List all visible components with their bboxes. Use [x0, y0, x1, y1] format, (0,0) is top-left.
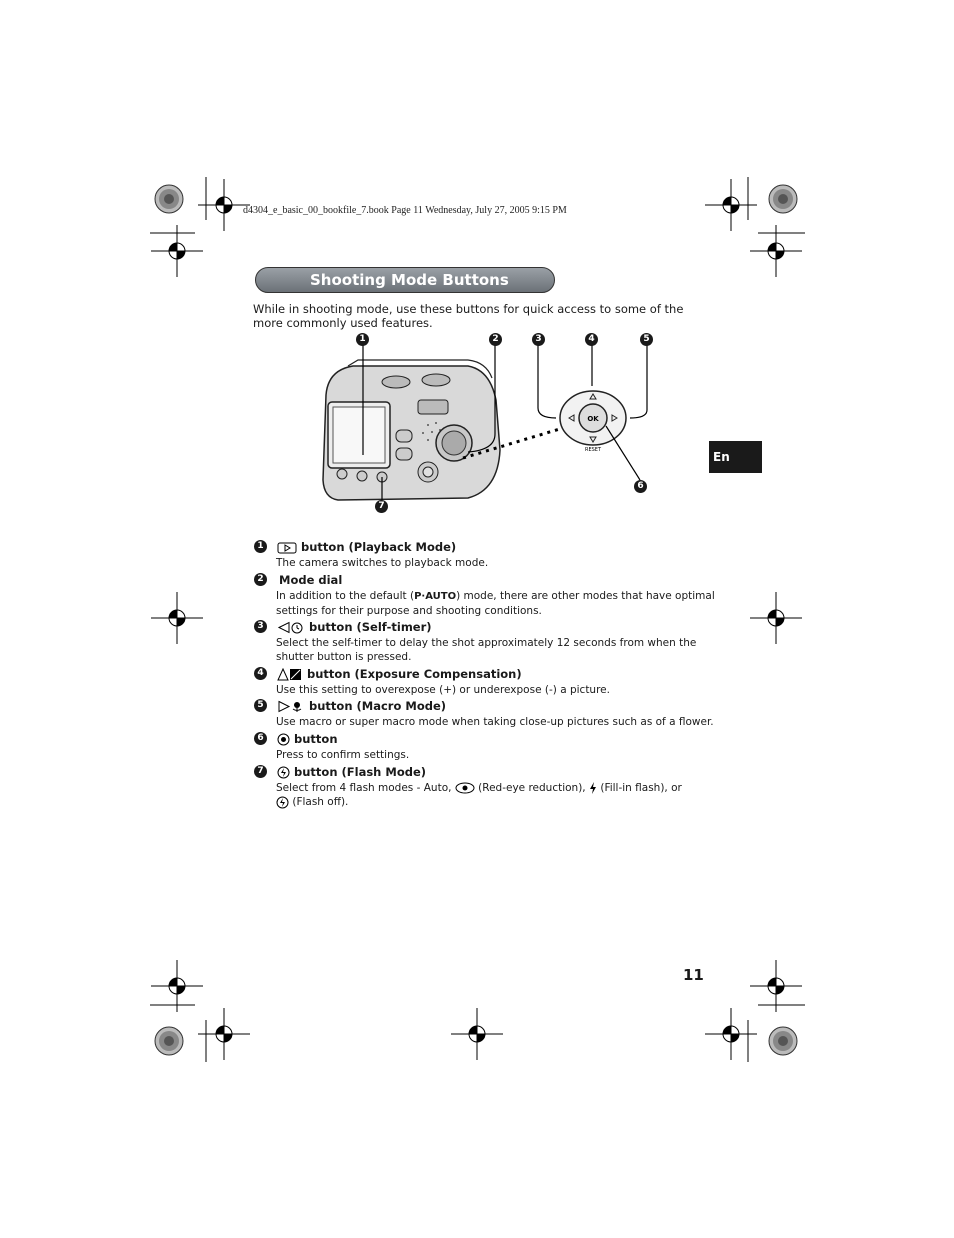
item-heading: button (Self-timer) [277, 620, 432, 634]
item-heading: button [277, 732, 338, 746]
item-description: Select the self-timer to delay the shot … [276, 637, 697, 663]
item-description: In addition to the default (P·AUTO) mode… [276, 590, 715, 617]
callout-2: 2 [489, 333, 502, 346]
item-description: Use macro or super macro mode when takin… [276, 716, 714, 728]
red-eye-icon [455, 782, 475, 794]
item-description: The camera switches to playback mode. [276, 557, 489, 569]
item-number: 7 [254, 765, 267, 778]
svg-text:OK: OK [587, 415, 599, 423]
ok-button-detail [578, 403, 608, 433]
callout-4: 4 [585, 333, 598, 346]
callout-6: 6 [634, 480, 647, 493]
callout-5: 5 [640, 333, 653, 346]
color-target-icon [768, 1026, 798, 1056]
item-number: 5 [254, 699, 267, 712]
left-self-timer-icon [277, 621, 303, 634]
playback-icon [277, 542, 297, 553]
item-number: 2 [254, 573, 267, 586]
item-heading: Mode dial [279, 573, 343, 587]
item-description: Select from 4 flash modes - Auto, (Red-e… [276, 782, 682, 808]
page-number: 11 [683, 966, 704, 984]
item-heading: button (Macro Mode) [277, 699, 446, 713]
item-heading: button (Playback Mode) [277, 540, 456, 554]
callout-3: 3 [532, 333, 545, 346]
item-number: 4 [254, 667, 267, 680]
item-heading: button (Exposure Compensation) [277, 667, 522, 681]
flash-icon [277, 766, 290, 779]
file-info-line: d4304_e_basic_00_bookfile_7.book Page 11… [243, 205, 567, 216]
ok-icon [277, 733, 290, 746]
right-macro-icon [278, 700, 302, 713]
item-number: 3 [254, 620, 267, 633]
color-target-icon [768, 184, 798, 214]
callout-7: 7 [375, 500, 388, 513]
item-number: 1 [254, 540, 267, 553]
item-heading: button (Flash Mode) [277, 765, 426, 779]
flash-off-icon [276, 796, 289, 808]
up-exposure-icon [277, 668, 301, 681]
section-title: Shooting Mode Buttons [310, 271, 509, 289]
fill-in-flash-icon [590, 782, 596, 794]
color-target-icon [154, 184, 184, 214]
color-target-icon [154, 1026, 184, 1056]
camera-diagram: OK RESET [322, 344, 648, 501]
p-auto-badge: P·AUTO [414, 591, 457, 602]
section-title-bar [255, 267, 555, 293]
item-description: Use this setting to overexpose (+) or un… [276, 684, 610, 696]
svg-text:RESET: RESET [585, 447, 602, 453]
callout-1: 1 [356, 333, 369, 346]
item-number: 6 [254, 732, 267, 745]
language-tab: En [709, 441, 762, 473]
intro-paragraph: While in shooting mode, use these button… [253, 302, 684, 330]
item-description: Press to confirm settings. [276, 749, 410, 761]
